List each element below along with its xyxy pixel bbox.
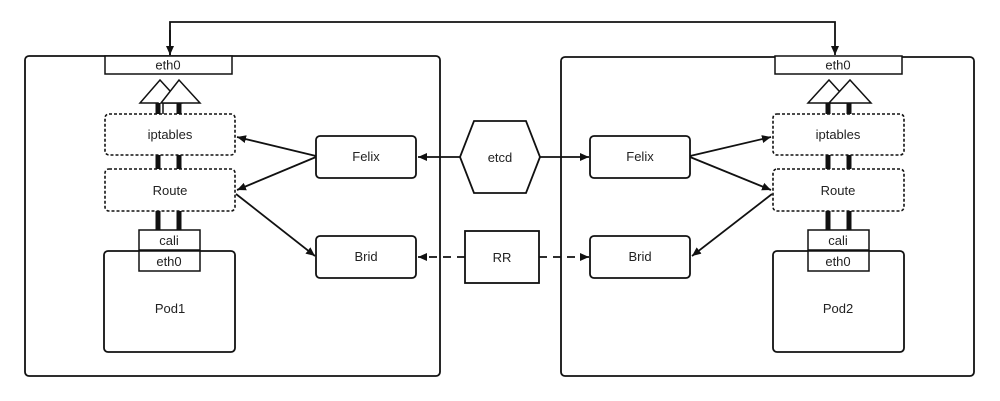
left-pod-eth0-box (138, 250, 201, 272)
left-cali-box (138, 229, 201, 251)
right-route-to-brid-arrow (691, 193, 773, 257)
rr-label: RR (493, 250, 512, 265)
right-route-box (772, 168, 905, 212)
left-route-label: Route (153, 183, 188, 198)
left-pod-label: Pod1 (155, 301, 185, 316)
left-route-to-brid-arrow (235, 193, 316, 257)
right-cali-box (807, 229, 870, 251)
right-pod-label: Pod2 (823, 301, 853, 316)
right-iptables-box (772, 113, 905, 156)
right-pod-eth0-box (807, 250, 870, 272)
left-eth0-label: eth0 (155, 58, 180, 73)
left-brid-box (315, 235, 417, 279)
right-eth0-label: eth0 (825, 58, 850, 73)
right-felix-to-route-arrow (689, 156, 772, 191)
left-route-box (104, 168, 236, 212)
right-brid-box (589, 235, 691, 279)
left-cali-label: cali (159, 233, 179, 248)
left-felix-to-route-arrow (236, 156, 317, 191)
etcd-label: etcd (488, 150, 513, 165)
right-felix-to-iptables-arrow (689, 135, 772, 157)
left-iptables-label: iptables (148, 127, 193, 142)
left-open-arrow-2 (159, 78, 202, 104)
right-felix-label: Felix (626, 149, 654, 164)
right-brid-label: Brid (628, 249, 651, 264)
host-interconnect-line (169, 21, 839, 55)
right-route-label: Route (821, 183, 856, 198)
right-iptables-label: iptables (816, 127, 861, 142)
right-pod-eth0-label: eth0 (825, 254, 850, 269)
left-eth0-box (104, 55, 233, 75)
left-brid-label: Brid (354, 249, 377, 264)
left-iptables-box (104, 113, 236, 156)
left-felix-to-iptables-arrow (236, 135, 317, 157)
left-pod-eth0-label: eth0 (156, 254, 181, 269)
right-cali-label: cali (828, 233, 848, 248)
right-host-frame (560, 56, 975, 377)
right-eth0-box (774, 55, 903, 75)
left-felix-label: Felix (352, 149, 380, 164)
